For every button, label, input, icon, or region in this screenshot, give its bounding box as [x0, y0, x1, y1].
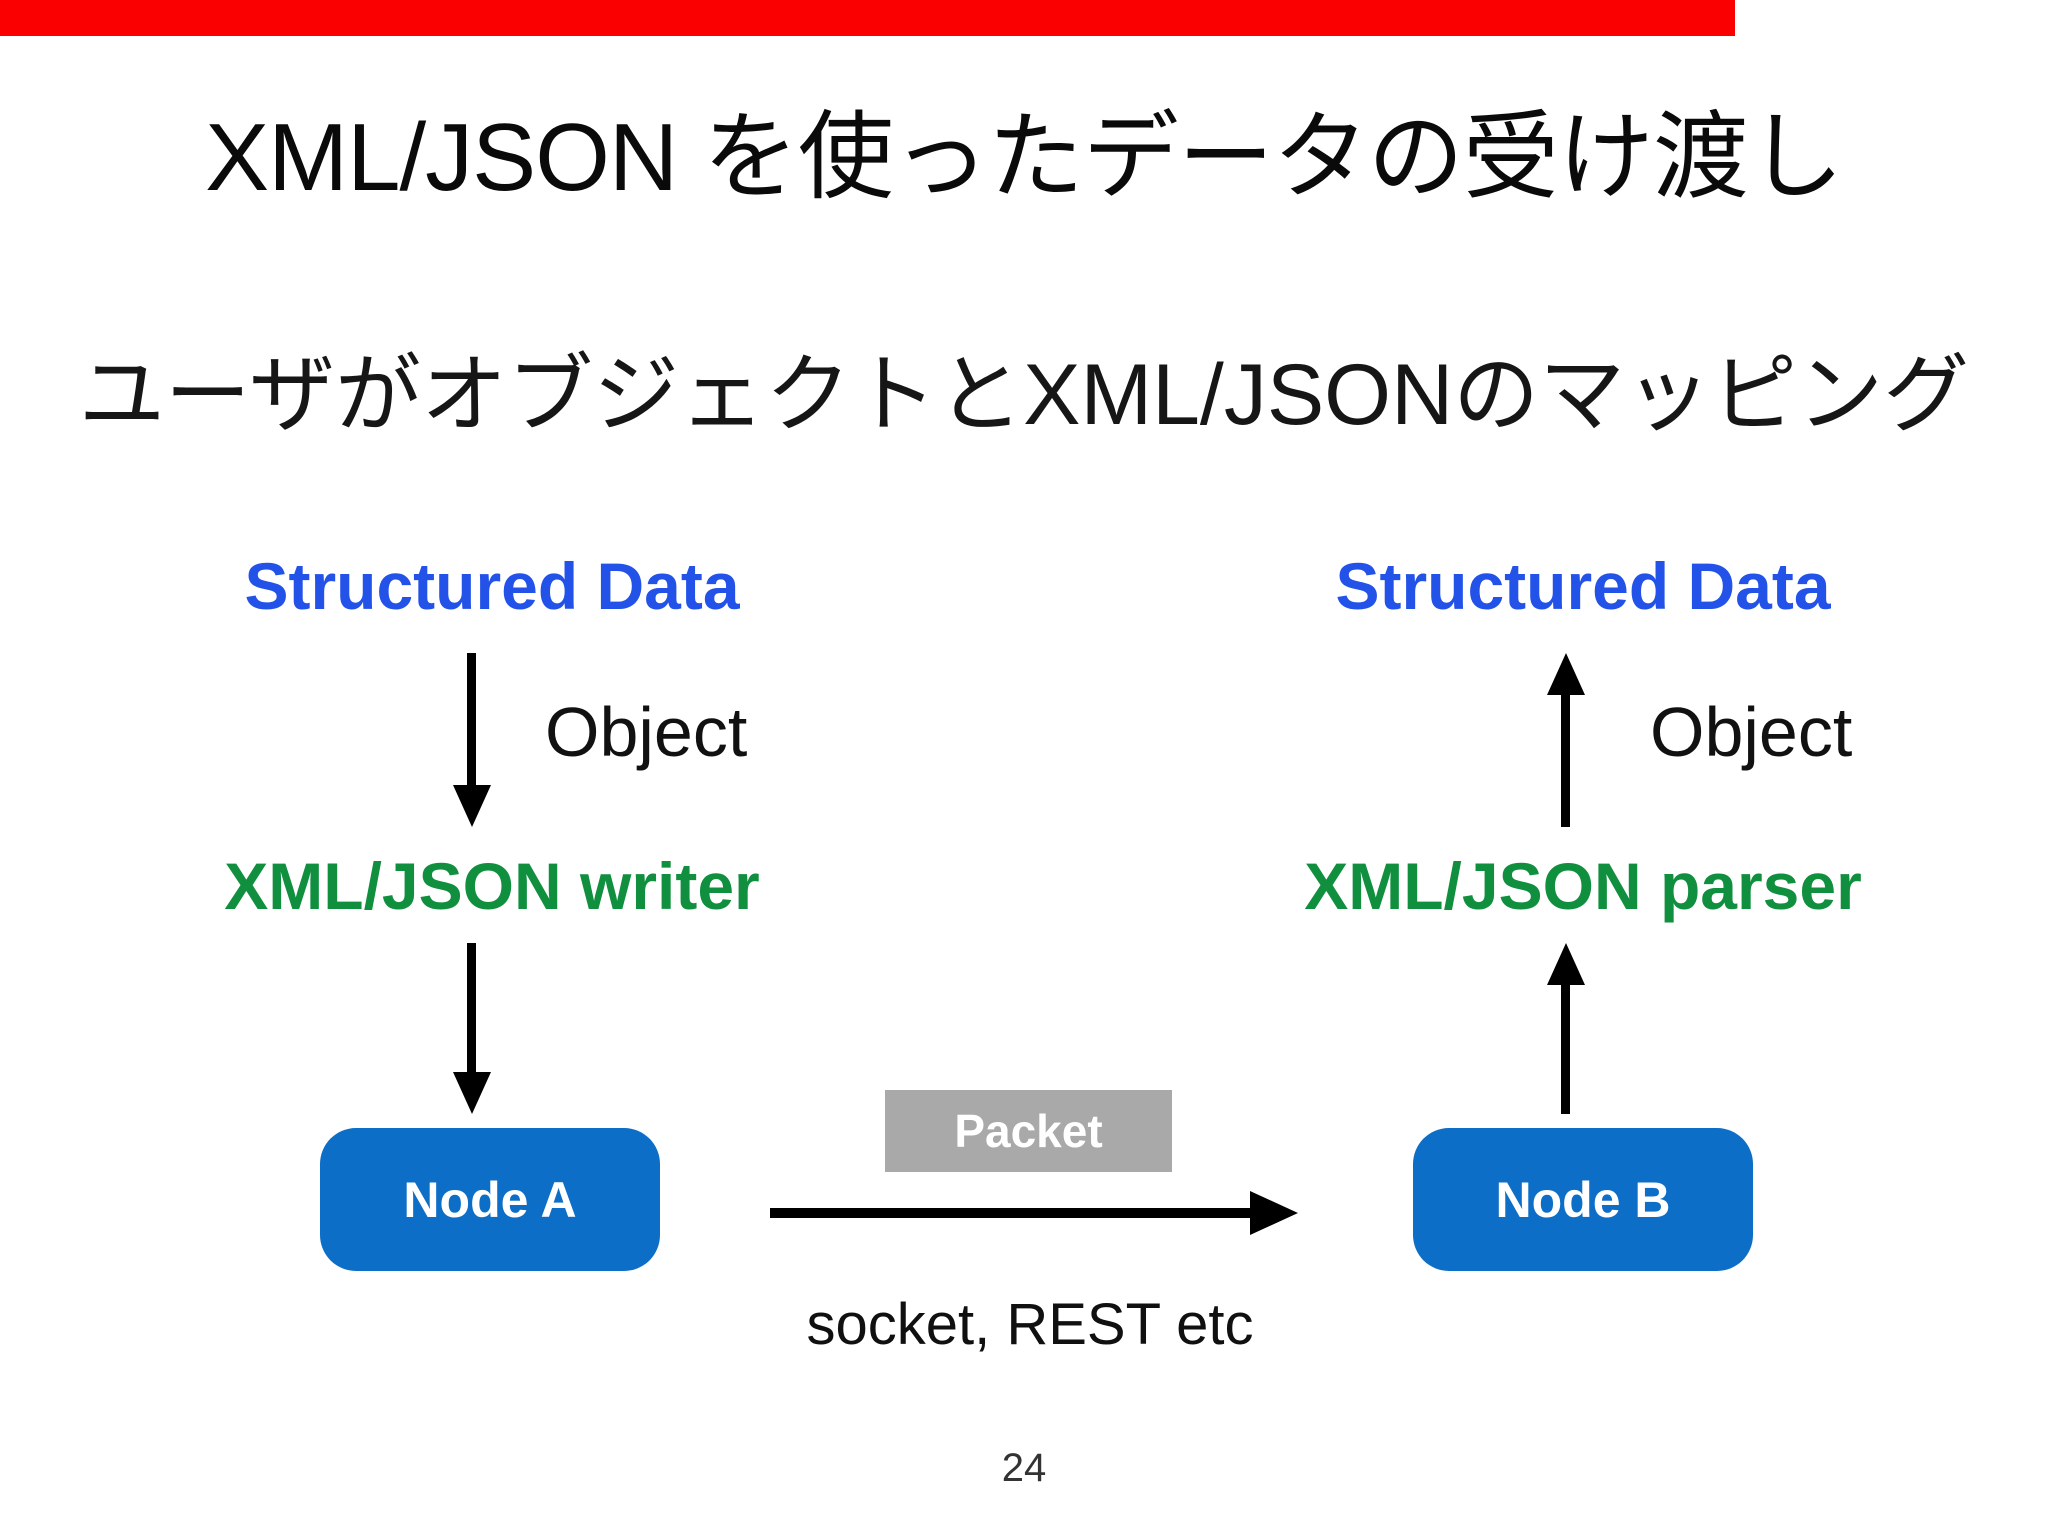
- node-b-to-parser-arrow: [1547, 943, 1585, 1114]
- slide-subtitle: ユーザがオブジェクトとXML/JSONのマッピング: [78, 347, 1970, 443]
- packet-box: Packet: [885, 1090, 1172, 1172]
- object-down-arrow-left: [453, 653, 491, 827]
- slide-title: XML/JSON を使ったデータの受け渡し: [205, 104, 1844, 211]
- arrow-head-up-icon: [1547, 653, 1585, 695]
- page-number: 24: [1001, 1446, 1047, 1490]
- arrow-shaft: [1561, 985, 1570, 1114]
- writer-to-node-a-arrow: [453, 943, 491, 1114]
- packet-label: Packet: [954, 1105, 1103, 1157]
- arrow-head-down-icon: [453, 1072, 491, 1114]
- arrow-shaft: [770, 1208, 1252, 1218]
- arrow-shaft: [1561, 695, 1570, 827]
- node-b-label: Node B: [1495, 1171, 1671, 1228]
- node-a-to-node-b-arrow: [770, 1191, 1298, 1235]
- node-a-label: Node A: [403, 1171, 577, 1228]
- arrow-head-up-icon: [1547, 943, 1585, 985]
- structured-data-label-left: Structured Data: [244, 549, 740, 623]
- arrow-shaft: [467, 943, 476, 1072]
- object-up-arrow-right: [1547, 653, 1585, 827]
- node-b-box: Node B: [1413, 1128, 1753, 1271]
- object-label-right: Object: [1650, 693, 1853, 771]
- arrow-shaft: [467, 653, 476, 785]
- transport-label: socket, REST etc: [806, 1292, 1254, 1357]
- xml-json-writer-label: XML/JSON writer: [224, 849, 760, 923]
- node-a-box: Node A: [320, 1128, 660, 1271]
- structured-data-label-right: Structured Data: [1335, 549, 1831, 623]
- arrow-head-right-icon: [1250, 1191, 1298, 1235]
- video-progress-bar: [0, 0, 1735, 36]
- arrow-head-down-icon: [453, 785, 491, 827]
- xml-json-parser-label: XML/JSON parser: [1304, 849, 1862, 923]
- object-label-left: Object: [545, 693, 748, 771]
